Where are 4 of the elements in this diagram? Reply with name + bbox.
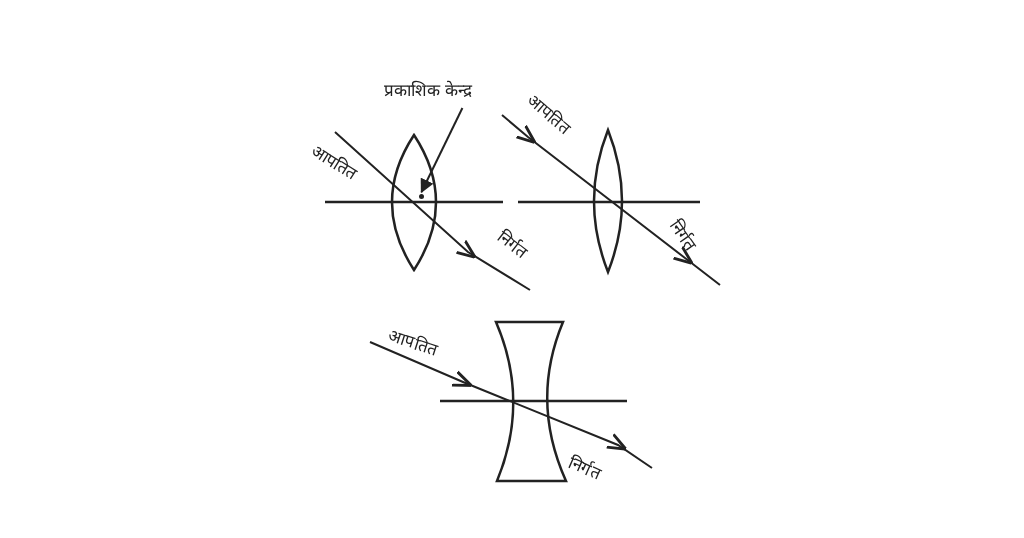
optical-centre-label: प्रकाशिक केन्द्र (384, 80, 473, 102)
ray-label: आपतित (385, 325, 441, 361)
leader-line (420, 107, 464, 194)
ray-label: निर्गत (565, 452, 605, 485)
